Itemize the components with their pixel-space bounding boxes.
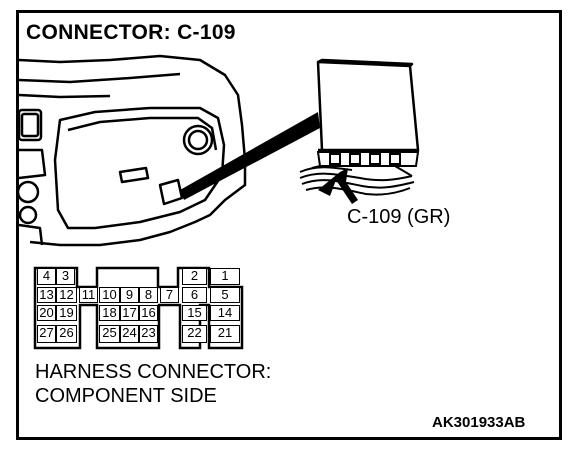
glovebox-panel (53, 106, 226, 230)
pin-1: 1 (210, 268, 240, 285)
left-vent (17, 108, 43, 142)
pin-3: 3 (56, 268, 75, 285)
pin-2: 2 (182, 268, 207, 285)
pin-15: 15 (182, 305, 207, 321)
pin-9: 9 (120, 287, 139, 303)
harness-caption-line1: HARNESS CONNECTOR: (35, 361, 272, 383)
pin-20: 20 (37, 305, 56, 321)
pin-19: 19 (56, 305, 77, 321)
pin-8: 8 (139, 287, 158, 303)
diagram-frame (16, 10, 562, 440)
dashboard-outline (18, 54, 247, 247)
connector-arrow (318, 168, 358, 204)
pin-4: 4 (37, 268, 56, 285)
pin-11: 11 (79, 287, 98, 303)
pin-26: 26 (56, 325, 77, 343)
round-vent (182, 124, 214, 156)
pin-22: 22 (182, 325, 207, 343)
pin-12: 12 (56, 287, 77, 303)
harness-caption: HARNESS CONNECTOR: COMPONENT SIDE (35, 360, 271, 408)
glovebox-handle (118, 166, 150, 184)
pointer-wedge (180, 112, 320, 200)
pin-24: 24 (120, 325, 139, 343)
pin-5: 5 (210, 287, 240, 303)
pin-14: 14 (210, 305, 240, 321)
pin-18: 18 (99, 305, 120, 321)
pin-25: 25 (99, 325, 120, 343)
component-module (316, 58, 420, 160)
connector-label: C-109 (GR) (347, 206, 451, 228)
wire-bundle (299, 165, 415, 196)
connector-location (158, 178, 184, 206)
harness-caption-line2: COMPONENT SIDE (35, 385, 217, 407)
page-title: CONNECTOR: C-109 (26, 21, 236, 44)
dashboard-top-line (18, 72, 181, 84)
pin-23: 23 (139, 325, 158, 343)
pin-21: 21 (210, 325, 240, 343)
pin-16: 16 (139, 305, 158, 321)
pin-7: 7 (160, 287, 179, 303)
figure-code: AK301933AB (432, 414, 526, 431)
pin-13: 13 (37, 287, 56, 303)
pin-17: 17 (120, 305, 139, 321)
pin-6: 6 (182, 287, 207, 303)
pin-27: 27 (37, 325, 56, 343)
pin-10: 10 (99, 287, 120, 303)
